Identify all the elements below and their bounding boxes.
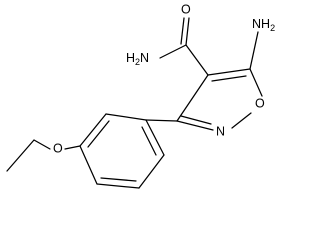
ring-nitrogen-label: N	[216, 124, 225, 138]
bond-carbonyl-nitrogen	[159, 44, 187, 59]
bond-o1-n2	[231, 112, 252, 129]
bond-ar-inner-3	[141, 126, 157, 156]
bond-ch2-ch3	[6, 139, 35, 172]
benzene-ring	[79, 113, 178, 189]
bond-ar5-ar6	[138, 154, 165, 189]
ring-oxygen-label: O	[255, 96, 265, 110]
isoxazole-ring	[176, 68, 263, 131]
bond-ar3-ar4	[79, 145, 98, 185]
bond-c5-amino	[249, 31, 259, 70]
bond-c3-aryl	[145, 119, 178, 122]
ethoxy-group	[6, 139, 81, 172]
bond-c3-c4	[176, 74, 209, 122]
bond-n2-c3	[176, 120, 214, 131]
bond-c5-o1	[249, 68, 263, 97]
bond-ar1-ar2	[105, 113, 147, 121]
bond-ar6-ar1	[145, 119, 165, 156]
bond-c4-c5-double	[211, 75, 247, 82]
bond-c4-c5	[207, 68, 251, 76]
chemical-structure-diagram: NH2 H2N O O N O	[6, 2, 275, 189]
amino-substituent	[249, 31, 259, 70]
amide-nitrogen-label: H2N	[126, 51, 149, 67]
carbonyl-oxygen-label: O	[181, 2, 191, 16]
bond-ar2-ar3	[79, 113, 107, 147]
bond-ar-inner-1	[87, 120, 110, 148]
bond-aryl-ether-oxygen	[64, 145, 81, 150]
ether-oxygen-label: O	[53, 141, 63, 155]
bond-carbonyl-oxygen	[185, 17, 190, 46]
bond-ether-oxygen-ch2	[33, 139, 51, 150]
bond-carbonyl-oxygen-double	[180, 17, 185, 45]
bond-c4-carbonyl	[185, 44, 209, 76]
carboxamide-group	[159, 17, 209, 76]
bond-ar4-ar5	[96, 183, 140, 189]
bond-n2-c3-double	[180, 115, 212, 125]
amino-label: NH2	[252, 17, 275, 33]
bond-ar-inner-2	[100, 177, 137, 182]
